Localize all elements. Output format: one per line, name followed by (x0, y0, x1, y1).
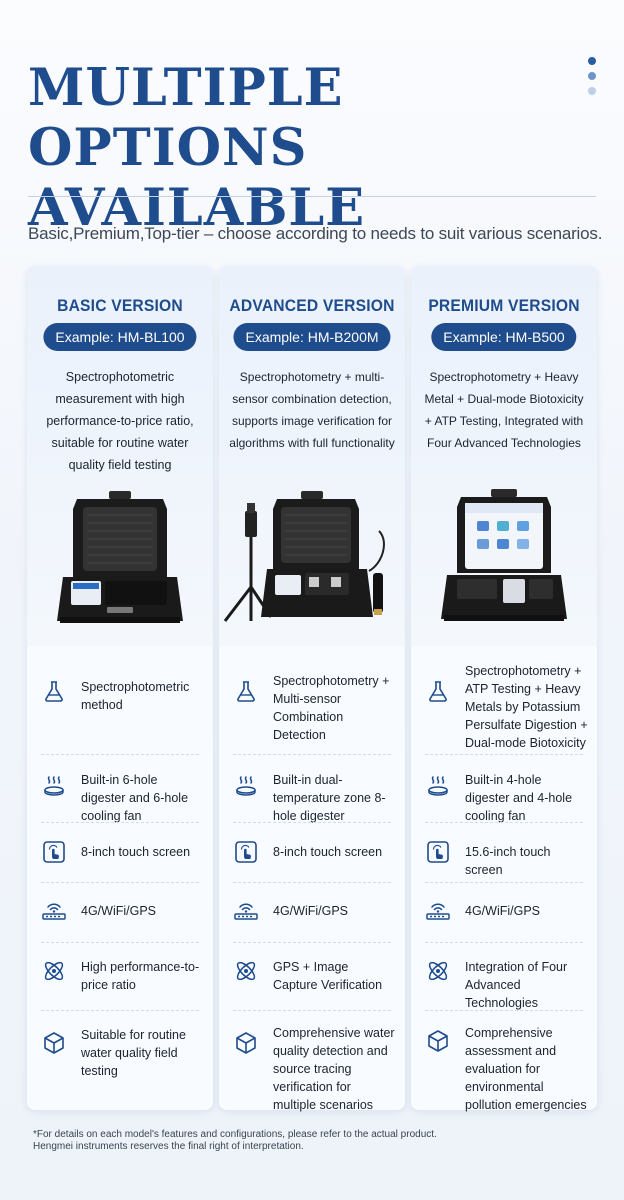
feature-divider (233, 882, 391, 883)
feature-text: Comprehensive assessment and evaluation … (465, 1026, 587, 1112)
feature-text: 8-inch touch screen (273, 845, 383, 859)
heat-digester-icon (425, 773, 451, 799)
feature-divider (41, 882, 199, 883)
model-badge: Example: HM-B200M (233, 323, 391, 351)
feature-text: Built-in 6-hole digester and 6-hole cool… (81, 773, 189, 823)
header-divider (28, 196, 596, 197)
flask-icon (233, 678, 259, 704)
heat-digester-icon (41, 773, 67, 799)
feature-text: Integration of Four Advanced Technologie… (465, 960, 568, 1010)
touch-screen-icon (41, 839, 67, 865)
feature-text: Spectrophotometric method (81, 680, 190, 712)
feature-text: 4G/WiFi/GPS (81, 904, 157, 918)
product-image-premium-case (441, 489, 567, 621)
model-badge: Example: HM-B500 (431, 323, 577, 351)
feature-text: 15.6-inch touch screen (465, 845, 551, 877)
router-wifi-icon (425, 898, 451, 924)
cube-icon (41, 1030, 67, 1056)
feature-divider (41, 1010, 199, 1011)
feature-text: 8-inch touch screen (81, 845, 191, 859)
feature-divider (41, 942, 199, 943)
atom-icon (425, 958, 451, 984)
feature-divider (425, 882, 583, 883)
page-subtitle: Basic,Premium,Top-tier – choose accordin… (28, 224, 603, 243)
indicator-dot (588, 87, 596, 95)
card-title: ADVANCED VERSION (229, 296, 395, 315)
feature-divider (233, 754, 391, 755)
footnote-line-2: Hengmei instruments reserves the final r… (33, 1141, 304, 1152)
indicator-dot (588, 72, 596, 80)
feature-divider (425, 942, 583, 943)
feature-text: High performance-to-price ratio (81, 960, 200, 992)
feature-divider (425, 754, 583, 755)
feature-text: Spectrophotometry + ATP Testing + Heavy … (465, 664, 588, 750)
version-card-advanced: ADVANCED VERSION Example: HM-B200M Spect… (219, 266, 405, 1112)
router-wifi-icon (41, 898, 67, 924)
feature-text: Built-in dual-temperature zone 8-hole di… (273, 773, 386, 823)
page-indicator-dots (586, 57, 598, 102)
feature-divider (425, 1010, 583, 1011)
touch-screen-icon (233, 839, 259, 865)
feature-text: Spectrophotometry + Multi-sensor Combina… (273, 674, 390, 742)
title-line-2: OPTIONS AVAILABLE (28, 118, 366, 238)
cube-icon (425, 1028, 451, 1054)
card-title: PREMIUM VERSION (428, 296, 580, 315)
version-card-basic: BASIC VERSION Example: HM-BL100 Spectrop… (27, 266, 213, 1110)
product-image-advanced-case (223, 491, 385, 622)
product-image-basic-case (57, 491, 183, 623)
feature-divider (233, 1010, 391, 1011)
title-line-1: MULTIPLE (28, 58, 344, 118)
card-description: Spectrophotometry + Heavy Metal + Dual-m… (424, 370, 584, 450)
feature-text: 4G/WiFi/GPS (465, 904, 541, 918)
flask-icon (41, 678, 67, 704)
cube-icon (233, 1030, 259, 1056)
footnote: *For details on each model's features an… (33, 1129, 603, 1153)
feature-divider (425, 822, 583, 823)
card-title: BASIC VERSION (57, 296, 183, 315)
footnote-line-1: *For details on each model's features an… (33, 1129, 437, 1140)
atom-icon (233, 958, 259, 984)
flask-icon (425, 678, 451, 704)
feature-text: 4G/WiFi/GPS (273, 904, 349, 918)
router-wifi-icon (233, 898, 259, 924)
heat-digester-icon (233, 773, 259, 799)
feature-text: Built-in 4-hole digester and 4-hole cool… (465, 773, 573, 823)
feature-divider (41, 822, 199, 823)
feature-text: Comprehensive water quality detection an… (273, 1026, 395, 1112)
card-description: Spectrophotometry + multi-sensor combina… (229, 370, 395, 450)
feature-divider (233, 942, 391, 943)
indicator-dot-active (588, 57, 596, 65)
feature-divider (41, 754, 199, 755)
page-title: MULTIPLE OPTIONS AVAILABLE (28, 58, 588, 238)
touch-screen-icon (425, 839, 451, 865)
card-description: Spectrophotometric measurement with high… (46, 370, 194, 472)
feature-text: GPS + Image Capture Verification (273, 960, 383, 992)
feature-divider (233, 822, 391, 823)
atom-icon (41, 958, 67, 984)
version-card-premium: PREMIUM VERSION Example: HM-B500 Spectro… (411, 266, 597, 1112)
model-badge: Example: HM-BL100 (43, 323, 197, 351)
feature-text: Suitable for routine water quality field… (81, 1028, 186, 1078)
